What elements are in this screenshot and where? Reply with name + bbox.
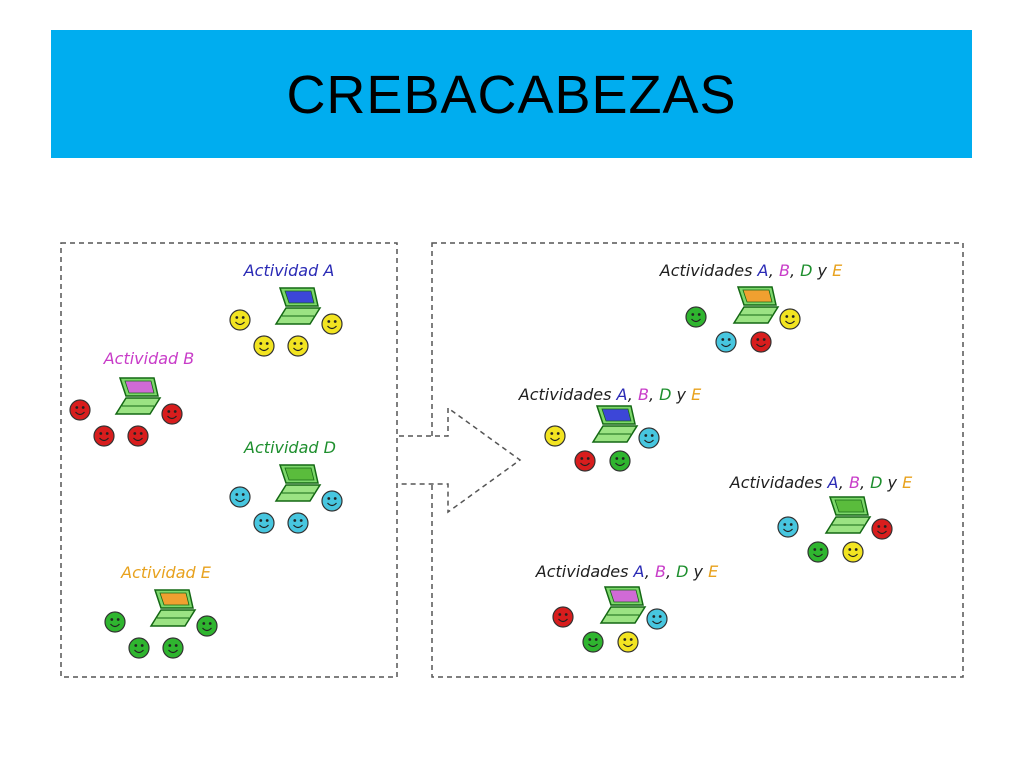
label-part: Actividades xyxy=(518,385,617,404)
label-part: Actividades xyxy=(659,261,758,280)
smiley-icon xyxy=(552,606,574,628)
smiley-icon xyxy=(253,512,275,534)
smiley-icon xyxy=(229,486,251,508)
label-part: E xyxy=(708,562,719,581)
label-part: D xyxy=(676,562,688,581)
label-part: , xyxy=(860,473,870,492)
label-part: y xyxy=(688,562,708,581)
title-banner: CREBACABEZAS xyxy=(51,30,972,158)
smiley-icon xyxy=(779,308,801,330)
label-part: D xyxy=(870,473,882,492)
label-part: , xyxy=(839,473,849,492)
smiley-icon xyxy=(287,335,309,357)
left-group: Actividad B xyxy=(69,349,195,447)
label-part: E xyxy=(832,261,843,280)
smiley-icon xyxy=(871,518,893,540)
label-part: , xyxy=(649,385,659,404)
label-part: E xyxy=(902,473,913,492)
laptop-icon xyxy=(274,464,322,502)
label-part: B xyxy=(849,473,860,492)
groups-layer: Actividad A Actividad B Actividad D Activid… xyxy=(69,261,913,659)
smiley-icon xyxy=(287,512,309,534)
label-part: Actividades xyxy=(729,473,828,492)
smiley-icon xyxy=(685,306,707,328)
smiley-icon xyxy=(750,331,772,353)
group-label: Actividades A, B, D y E xyxy=(729,473,913,492)
label-part: Actividades xyxy=(535,562,634,581)
label-part: E xyxy=(691,385,702,404)
smiley-icon xyxy=(253,335,275,357)
label-part: , xyxy=(628,385,638,404)
label-part: A xyxy=(616,385,628,404)
smiley-icon xyxy=(161,403,183,425)
label-part: B xyxy=(779,261,790,280)
group-label: Actividad E xyxy=(120,563,212,582)
smiley-icon xyxy=(777,516,799,538)
page-title: CREBACABEZAS xyxy=(286,65,737,125)
label-part: A xyxy=(827,473,839,492)
label-part: A xyxy=(757,261,769,280)
label-part: , xyxy=(645,562,655,581)
smiley-icon xyxy=(842,541,864,563)
right-group: Actividades A, B, D y E xyxy=(518,385,702,472)
laptop-icon xyxy=(591,405,639,443)
smiley-icon xyxy=(617,631,639,653)
laptop-icon xyxy=(114,377,162,415)
smiley-icon xyxy=(196,615,218,637)
laptop-icon xyxy=(149,589,197,627)
group-label: Actividad B xyxy=(103,349,195,368)
smiley-icon xyxy=(544,425,566,447)
smiley-icon xyxy=(582,631,604,653)
group-label: Actividades A, B, D y E xyxy=(659,261,843,280)
group-label: Actividades A, B, D y E xyxy=(518,385,702,404)
smiley-icon xyxy=(646,608,668,630)
arrow-icon xyxy=(399,406,522,514)
label-part: , xyxy=(790,261,800,280)
smiley-icon xyxy=(69,399,91,421)
label-part: D xyxy=(800,261,812,280)
right-group: Actividades A, B, D y E xyxy=(729,473,913,563)
smiley-icon xyxy=(638,427,660,449)
group-label: Actividad D xyxy=(243,438,336,457)
right-group: Actividades A, B, D y E xyxy=(659,261,843,353)
right-group: Actividades A, B, D y E xyxy=(535,562,719,653)
group-label: Actividad A xyxy=(243,261,335,280)
left-group: Actividad E xyxy=(104,563,218,659)
label-part: y xyxy=(882,473,902,492)
smiley-icon xyxy=(321,490,343,512)
smiley-icon xyxy=(104,611,126,633)
smiley-icon xyxy=(93,425,115,447)
laptop-icon xyxy=(274,287,322,325)
laptop-icon xyxy=(824,496,872,534)
group-label: Actividades A, B, D y E xyxy=(535,562,719,581)
label-part: y xyxy=(671,385,691,404)
smiley-icon xyxy=(574,450,596,472)
laptop-icon xyxy=(732,286,780,324)
label-part: , xyxy=(769,261,779,280)
smiley-icon xyxy=(609,450,631,472)
smiley-icon xyxy=(321,313,343,335)
smiley-icon xyxy=(162,637,184,659)
smiley-icon xyxy=(715,331,737,353)
label-part: , xyxy=(666,562,676,581)
smiley-icon xyxy=(127,425,149,447)
smiley-icon xyxy=(807,541,829,563)
label-part: B xyxy=(655,562,666,581)
label-part: A xyxy=(633,562,645,581)
left-panel xyxy=(60,242,398,678)
smiley-icon xyxy=(128,637,150,659)
label-part: B xyxy=(638,385,649,404)
smiley-icon xyxy=(229,309,251,331)
left-group: Actividad A xyxy=(229,261,343,357)
laptop-icon xyxy=(599,586,647,624)
left-group: Actividad D xyxy=(229,438,343,534)
label-part: y xyxy=(812,261,832,280)
label-part: D xyxy=(659,385,671,404)
